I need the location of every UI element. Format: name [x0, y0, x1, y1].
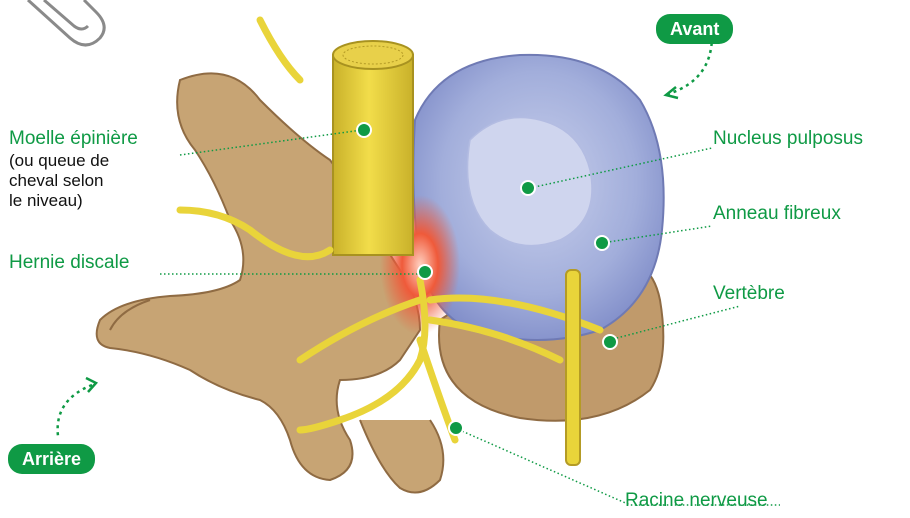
- badge-front: Avant: [656, 14, 733, 44]
- paperclip-icon: [28, 0, 104, 45]
- spinal-cord: [333, 41, 413, 255]
- marker-hernie: [418, 265, 432, 279]
- marker-moelle: [357, 123, 371, 137]
- label-moelle-note-3: le niveau): [9, 191, 83, 210]
- label-vertebre: Vertèbre: [713, 283, 785, 305]
- marker-racine: [449, 421, 463, 435]
- label-moelle-note-1: (ou queue de: [9, 151, 109, 170]
- marker-anneau: [595, 236, 609, 250]
- vessel: [566, 270, 580, 465]
- arrow-front-icon: [666, 87, 678, 98]
- label-nucleus: Nucleus pulposus: [713, 128, 863, 150]
- marker-vertebre: [603, 335, 617, 349]
- badge-back: Arrière: [8, 444, 95, 474]
- label-moelle: Moelle épinière: [9, 128, 138, 150]
- label-racine: Racine nerveuse: [625, 490, 768, 512]
- label-hernie: Hernie discale: [9, 252, 129, 274]
- label-moelle-note-2: cheval selon: [9, 171, 104, 190]
- marker-nucleus: [521, 181, 535, 195]
- label-anneau: Anneau fibreux: [713, 203, 841, 225]
